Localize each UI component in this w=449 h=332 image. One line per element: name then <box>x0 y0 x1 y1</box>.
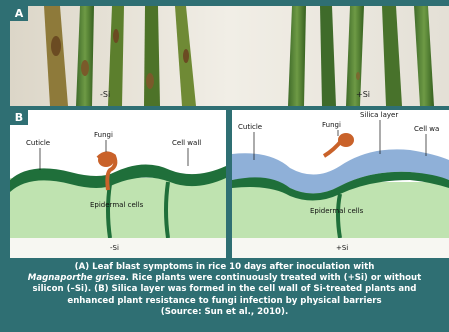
cuticle-label-left: Cuticle <box>26 140 50 147</box>
cuticle-label-right: Cuticle <box>238 124 262 131</box>
plus-si-diagram <box>232 120 449 238</box>
panel-a-minus-si-label: -Si <box>100 90 110 99</box>
caption-line-1: (A) Leaf blast symptoms in rice 10 days … <box>0 262 449 273</box>
caption-species-name: Magnaporthe grisea <box>28 273 126 283</box>
panel-a-label: A <box>10 6 28 21</box>
leaf-minus-si-4 <box>144 6 160 106</box>
silica-layer-label: Silica layer <box>360 112 398 119</box>
epidermal-cells-label-left: Epidermal cells <box>90 202 143 209</box>
caption-line-2: Magnaporthe grisea. Rice plants were con… <box>0 273 449 284</box>
fungi-blob-left <box>98 153 114 167</box>
treatment-label-left: -Si <box>110 244 119 252</box>
caption-line-5: (Source: Sun et al., 2010). <box>0 307 449 318</box>
panel-a-plus-si-label: +Si <box>356 90 370 99</box>
fungi-label-left: Fungi <box>94 132 113 139</box>
treatment-label-right: +Si <box>336 244 348 252</box>
caption-line-4: enhanced plant resistance to fungi infec… <box>0 296 449 307</box>
minus-si-diagram <box>10 140 226 238</box>
figure-caption: (A) Leaf blast symptoms in rice 10 days … <box>0 262 449 332</box>
caption-line-2-rest: . Rice plants were continuously treated … <box>126 273 422 283</box>
fungi-blob-right <box>338 133 354 147</box>
panel-b-label: B <box>10 110 28 125</box>
panel-b-diagrams: B Cuticle Fungi Cell wall Epidermal cell… <box>10 110 449 258</box>
cell-diagrams <box>10 110 449 258</box>
cell-wall-label-left: Cell wall <box>172 140 201 147</box>
epidermal-cells-label-right: Epidermal cells <box>310 208 363 215</box>
leaf-photo <box>10 6 449 106</box>
fungi-label-right: Fungi <box>322 122 341 129</box>
cell-wall-label-right: Cell wa <box>414 126 439 133</box>
panel-a-photo: A -Si +Si <box>10 6 449 106</box>
caption-line-3: silicon (–Si). (B) Silica layer was form… <box>0 284 449 295</box>
